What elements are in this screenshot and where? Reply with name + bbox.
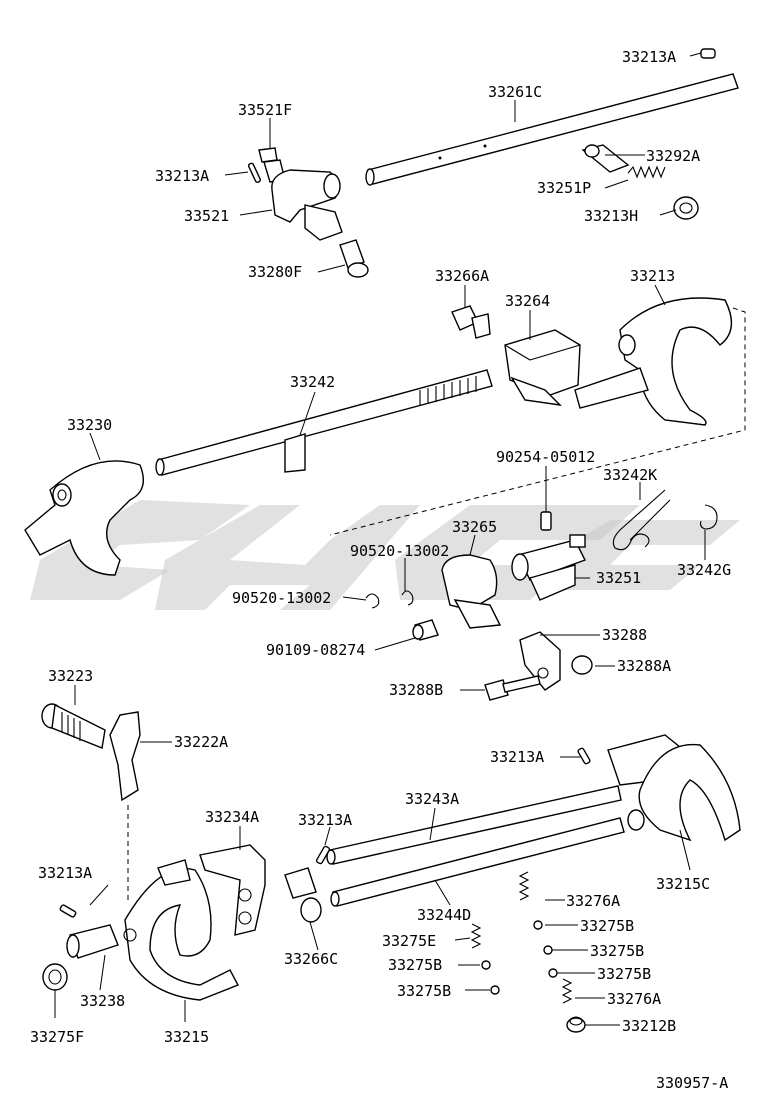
label-90520-13002-b: 90520-13002: [232, 589, 331, 607]
label-33275E: 33275E: [382, 932, 436, 950]
label-33275B-d: 33275B: [597, 965, 651, 983]
label-33238: 33238: [80, 992, 125, 1010]
label-33213A-mid: 33213A: [490, 748, 544, 766]
label-33213A-top: 33213A: [622, 48, 676, 66]
label-33212B: 33212B: [622, 1017, 676, 1035]
part-33275B-ball-d: [548, 968, 558, 978]
part-33242K-spring: [612, 489, 671, 551]
label-33243A: 33243A: [405, 790, 459, 808]
part-33243A-shaft: [326, 785, 622, 865]
label-33275B-a: 33275B: [580, 917, 634, 935]
label-90109-08274: 90109-08274: [266, 641, 365, 659]
label-33280F: 33280F: [248, 263, 302, 281]
label-33521F: 33521F: [238, 101, 292, 119]
label-33266A: 33266A: [435, 267, 489, 285]
label-33213: 33213: [630, 267, 675, 285]
part-33276A-spring-b: [561, 978, 573, 1004]
label-33213A-lo: 33213A: [38, 864, 92, 882]
part-33275B-ball-b: [481, 960, 491, 970]
label-33276A-b: 33276A: [607, 990, 661, 1008]
label-33265: 33265: [452, 518, 497, 536]
part-33292A-pin: [581, 144, 630, 173]
part-33223-bolt: [41, 703, 106, 749]
label-33275B-e: 33275B: [397, 982, 451, 1000]
label-33288: 33288: [602, 626, 647, 644]
label-33261C: 33261C: [488, 83, 542, 101]
label-33234A: 33234A: [205, 808, 259, 826]
label-33213A-left: 33213A: [155, 167, 209, 185]
part-90254-pin: [540, 511, 552, 531]
part-33275B-ball-e: [490, 985, 500, 995]
diagram-id: 330957-A: [656, 1074, 728, 1092]
label-90520-13002-a: 90520-13002: [350, 542, 449, 560]
part-33275F-plug: [42, 963, 68, 991]
part-33242-shaft: [155, 369, 493, 476]
label-33276A-a: 33276A: [566, 892, 620, 910]
part-33213A-pin-top: [700, 48, 716, 59]
label-33275B-b: 33275B: [388, 956, 442, 974]
part-33265-block: [441, 554, 502, 629]
part-90109-bolt: [412, 619, 439, 641]
guide-line-33213: [329, 307, 746, 536]
part-33261C-shaft: [365, 73, 739, 186]
part-33251-lever: [511, 534, 586, 601]
part-33213A-pin-left: [247, 162, 261, 183]
label-33215: 33215: [164, 1028, 209, 1046]
part-33276A-spring-a: [518, 871, 530, 901]
part-33213A-pin-d: [315, 845, 331, 865]
part-33212B-plug: [566, 1016, 586, 1033]
part-33230-fork: [24, 460, 144, 576]
part-33275B-ball-a: [533, 920, 543, 930]
part-33215C-fork: [607, 734, 741, 842]
part-33215-fork: [123, 859, 239, 1001]
part-33222A-lever: [109, 711, 141, 802]
part-33288B-bolt: [484, 675, 541, 701]
part-33266C-bushing: [284, 867, 322, 923]
label-33230: 33230: [67, 416, 112, 434]
part-33288A-bushing: [571, 655, 593, 675]
part-90520-snap-ring-b: [365, 593, 380, 609]
part-33280F-plug: [339, 239, 369, 278]
label-33288A: 33288A: [617, 657, 671, 675]
label-33215C: 33215C: [656, 875, 710, 893]
part-33213-fork: [574, 297, 733, 426]
label-33266C: 33266C: [284, 950, 338, 968]
label-33275B-c: 33275B: [590, 942, 644, 960]
label-33288B: 33288B: [389, 681, 443, 699]
part-33264-head: [504, 329, 581, 406]
label-33223: 33223: [48, 667, 93, 685]
part-33234A-block: [199, 844, 266, 936]
part-33242G-clip: [699, 504, 718, 530]
label-33213H: 33213H: [584, 207, 638, 225]
part-33213H-plug: [673, 196, 699, 220]
label-33292A: 33292A: [646, 147, 700, 165]
label-33244D: 33244D: [417, 906, 471, 924]
part-33213A-pin-c: [577, 747, 591, 765]
label-90254-05012: 90254-05012: [496, 448, 595, 466]
label-33264: 33264: [505, 292, 550, 310]
label-33222A: 33222A: [174, 733, 228, 751]
label-33242K: 33242K: [603, 466, 657, 484]
label-33251P: 33251P: [537, 179, 591, 197]
part-33266A-bolt: [451, 305, 491, 339]
label-33213A-c: 33213A: [298, 811, 352, 829]
label-33251: 33251: [596, 569, 641, 587]
part-33244D-shaft: [330, 817, 625, 907]
label-33521: 33521: [184, 207, 229, 225]
part-33251P-spring: [627, 165, 666, 179]
part-33275B-ball-c: [543, 945, 553, 955]
part-33213A-pin-e: [59, 904, 77, 918]
part-33238-plug: [66, 924, 119, 959]
part-33288-lever: [519, 631, 561, 691]
label-33242: 33242: [290, 373, 335, 391]
label-33275F: 33275F: [30, 1028, 84, 1046]
label-33242G: 33242G: [677, 561, 731, 579]
part-33521-bracket: [271, 169, 343, 241]
part-33275E-spring: [470, 923, 482, 949]
leader-lines: [54, 52, 706, 1026]
